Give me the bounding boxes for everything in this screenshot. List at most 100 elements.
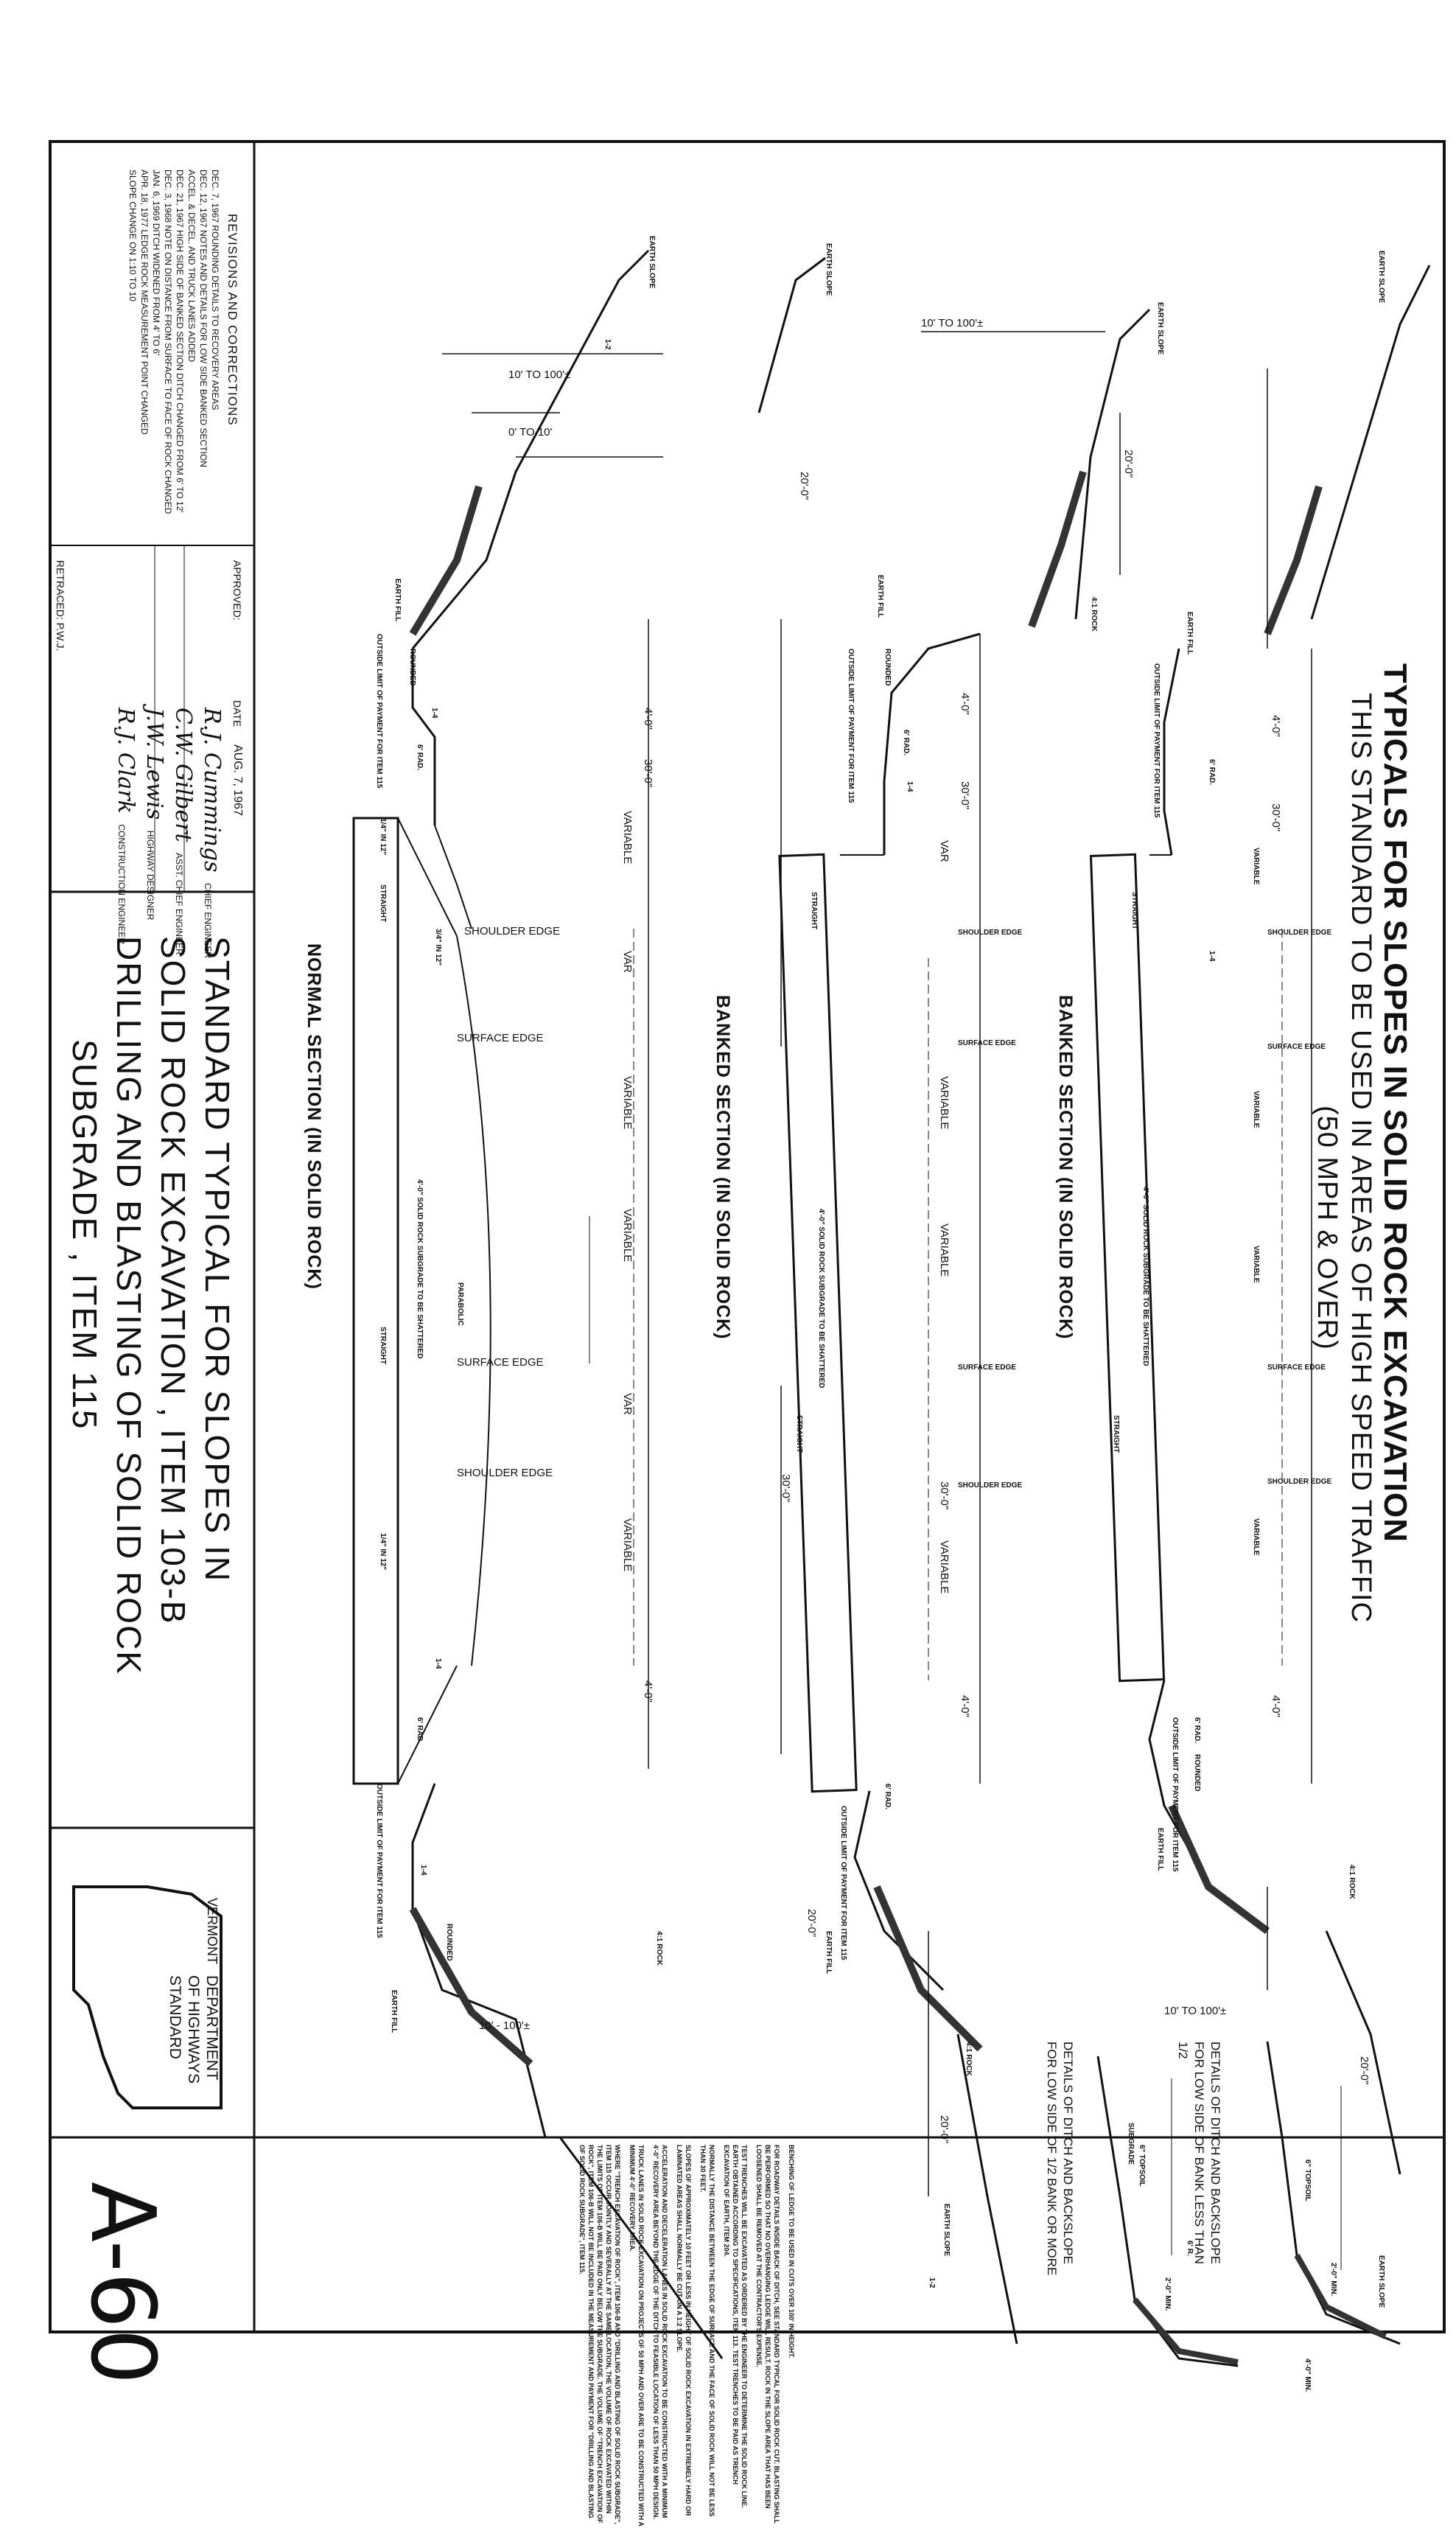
label-rad-b2a: 6' RAD. xyxy=(1208,759,1216,786)
date-value: AUG. 7, 1967 xyxy=(231,744,244,816)
label-surface-edge-n2: SURFACE EDGE xyxy=(457,1356,544,1369)
dim-30-b1-lower: 30'-0" xyxy=(938,1481,951,1510)
ditch-detail-rad: 6' R. xyxy=(1186,2241,1194,2256)
label-slope-1-4-n2: 1-4 xyxy=(434,1658,442,1669)
label-three-quarter-n: 3/4" IN 12" xyxy=(434,929,442,966)
label-rad-b2b: 6' RAD. xyxy=(1193,1717,1201,1744)
label-rounded-n2: ROUNDED xyxy=(445,1924,453,1961)
label-slope-1-4-b2: 1-4 xyxy=(1208,951,1216,962)
title-block-line4: SUBGRADE , ITEM 115 xyxy=(66,1039,104,1431)
department-line2: OF HIGHWAYS xyxy=(185,1975,202,2084)
label-earth-fill-n2: EARTH FILL xyxy=(390,1990,398,2033)
label-slope-1-4-n3: 1-4 xyxy=(419,1865,427,1876)
signature-4-name: R.J. Clark xyxy=(113,708,139,814)
label-var-n2: VAR xyxy=(621,1393,634,1415)
label-variable-b2d: VARIABLE xyxy=(1252,1518,1260,1556)
revision-8: SLOPE CHANGE ON 1:10 TO 10 xyxy=(127,170,138,301)
label-surface-edge-b1b: SURFACE EDGE xyxy=(958,1363,1016,1372)
normal-section-drawing xyxy=(352,249,826,2359)
label-shoulder-edge-b1: SHOULDER EDGE xyxy=(958,929,1023,937)
revision-3: ACCEL. & DECEL. AND TRUCK LANES ADDED xyxy=(186,170,197,363)
revision-7: APR. 18, 1977 LEDGE ROCK MEASUREMENT POI… xyxy=(139,170,150,435)
label-variable-n2: VARIABLE xyxy=(621,1076,634,1130)
label-surface-edge-b2: SURFACE EDGE xyxy=(1267,1043,1326,1051)
dim-30-b2-upper: 30'-0" xyxy=(1270,803,1282,832)
label-rad-n2: 6' RAD. xyxy=(416,1717,424,1744)
label-variable-b2a: VARIABLE xyxy=(1252,848,1260,885)
label-earth-slope-b1b: EARTH SLOPE xyxy=(942,2204,951,2257)
signature-3-title: HIGHWAY DESIGNER xyxy=(145,830,155,921)
label-rounded-b2: ROUNDED xyxy=(1193,1754,1201,1792)
note-4: NORMALLY THE DISTANCE BETWEEN THE EDGE O… xyxy=(699,2145,715,2517)
approved-label: APPROVED: xyxy=(231,560,243,621)
ditch-detail-min2-a: 2'-0" MIN. xyxy=(1329,2263,1337,2297)
label-rock-4-1-b1b: 4:1 ROCK xyxy=(965,2042,973,2076)
label-rounded-b1: ROUNDED xyxy=(883,649,892,686)
title-block-description: STANDARD TYPICAL FOR SLOPES IN SOLID ROC… xyxy=(63,936,239,1675)
label-surface-edge-b1: SURFACE EDGE xyxy=(958,1039,1016,1047)
label-straight-b2b: STRAIGHT xyxy=(1112,1415,1120,1453)
label-rad-b1b: 6' RAD. xyxy=(883,1784,892,1810)
label-parabolic-n: PARABOLIC xyxy=(456,1282,464,1326)
revisions-heading: REVISIONS AND CORRECTIONS xyxy=(225,214,239,426)
note-2: FOR ROADWAY DETAILS INSIDE BACK OF DITCH… xyxy=(755,2145,780,2524)
label-straight-b2a: STRAIGHT xyxy=(1130,892,1138,930)
state-label: VERMONT xyxy=(205,1898,220,1964)
banked-section-2-drawing xyxy=(1089,265,1431,2175)
label-variable-b2c: VARIABLE xyxy=(1252,1246,1260,1283)
signature-1: R.J. Cummings CHIEF ENGINEER xyxy=(199,708,225,958)
label-shoulder-edge-b2b: SHOULDER EDGE xyxy=(1267,1478,1332,1486)
drawing-subtitle-line2: (50 MPH & OVER) xyxy=(1312,1106,1343,1350)
label-earth-fill-b2b: EARTH FILL xyxy=(1156,1828,1164,1871)
dim-30-normal-upper: 30'-0" xyxy=(642,759,654,788)
revision-2: DEC. 12, 1967 NOTES AND DETAILS FOR LOW … xyxy=(198,170,209,467)
dim-20-b2-lower: 20'-0" xyxy=(1358,2056,1371,2085)
dim-4-b1-upper: 4'-0" xyxy=(959,693,971,715)
title-block-line2: SOLID ROCK EXCAVATION , ITEM 103-B xyxy=(154,936,192,1625)
label-slope-1-2-b1: 1-2 xyxy=(928,2277,936,2288)
ditch-detail-subgrade: SUBGRADE xyxy=(1127,2123,1135,2165)
label-slope-1-4-b1: 1-4 xyxy=(906,781,914,792)
label-variable-b1c: VARIABLE xyxy=(938,1540,951,1594)
ditch-detail-topsoil-b: 6" TOPSOIL xyxy=(1138,2145,1146,2187)
note-8: WHERE "TRENCH EXCAVATION OF ROCK", ITEM … xyxy=(578,2145,621,2524)
label-outside-limit-n2: OUTSIDE LIMIT OF PAYMENT FOR ITEM 115 xyxy=(375,1784,383,1938)
label-earth-fill-n1: EARTH FILL xyxy=(393,579,402,622)
label-rounded-n1: ROUNDED xyxy=(408,649,416,686)
sheet-border xyxy=(49,140,1446,2333)
label-straight-n2: STRAIGHT xyxy=(379,1327,387,1365)
label-subgrade-shatter-b1: 4'-0" SOLID ROCK SUBGRADE TO BE SHATTERE… xyxy=(817,1209,825,1389)
label-variable-n3: VARIABLE xyxy=(621,1209,634,1263)
banked-section-2-label: BANKED SECTION (IN SOLID ROCK) xyxy=(1055,995,1076,1340)
label-earth-slope-n1: EARTH SLOPE xyxy=(648,236,656,289)
dim-4-b2-upper: 4'-0" xyxy=(1270,715,1282,737)
department-label: DEPARTMENT OF HIGHWAYS STANDARD xyxy=(166,1975,221,2084)
label-straight-b1a: STRAIGHT xyxy=(810,892,818,930)
label-surface-edge-n1: SURFACE EDGE xyxy=(457,1032,544,1044)
label-variable-n1: VARIABLE xyxy=(621,811,634,865)
note-5: SLOPES OF APPROXIMATELY 10 FEET OR LESS … xyxy=(676,2145,692,2516)
ditch-detail-caption-high: DETAILS OF DITCH AND BACKSLOPE FOR LOW S… xyxy=(1176,2042,1222,2264)
label-variable-n4: VARIABLE xyxy=(621,1518,634,1572)
dim-10-100-b1: 10' TO 100'± xyxy=(921,317,984,329)
drawing-subtitle-line1: THIS STANDARD TO BE USED IN AREAS OF HIG… xyxy=(1345,693,1376,1624)
label-variable-b2b: VARIABLE xyxy=(1252,1091,1260,1128)
label-quarter-in-12-n1: 1/4" IN 12" xyxy=(379,818,387,856)
label-shoulder-edge-b1b: SHOULDER EDGE xyxy=(958,1481,1023,1490)
dim-20-normal-lower: 20'-0" xyxy=(805,1909,818,1938)
label-rad-n1: 6' RAD. xyxy=(416,744,424,771)
revision-1: DEC. 7, 1967 ROUNDING DETAILS TO RECOVER… xyxy=(210,170,220,411)
signature-4-title: CONSTRUCTION ENGINEER xyxy=(116,824,127,944)
label-shoulder-edge-b2: SHOULDER EDGE xyxy=(1267,929,1332,937)
dim-10-100: 10' TO 100'± xyxy=(508,369,571,381)
label-earth-slope-b2a: EARTH SLOPE xyxy=(1377,251,1385,304)
label-rock-4-1-n: 4:1 ROCK xyxy=(655,1931,663,1966)
signature-2-title: ASST. CHIEF ENGINEER xyxy=(174,853,184,955)
title-block-line1: STANDARD TYPICAL FOR SLOPES IN xyxy=(198,936,237,1583)
dim-4-normal-lower: 4'-0" xyxy=(642,1680,654,1703)
label-surface-edge-b2b: SURFACE EDGE xyxy=(1267,1363,1326,1372)
dim-30-normal-lower: 30'-0" xyxy=(780,1474,792,1503)
ditch-detail-caption-low: DETAILS OF DITCH AND BACKSLOPE FOR LOW S… xyxy=(1045,2042,1075,2276)
banked-section-1-drawing xyxy=(778,308,1151,2344)
ditch-detail-topsoil-a: 6" TOPSOIL xyxy=(1303,2159,1312,2201)
